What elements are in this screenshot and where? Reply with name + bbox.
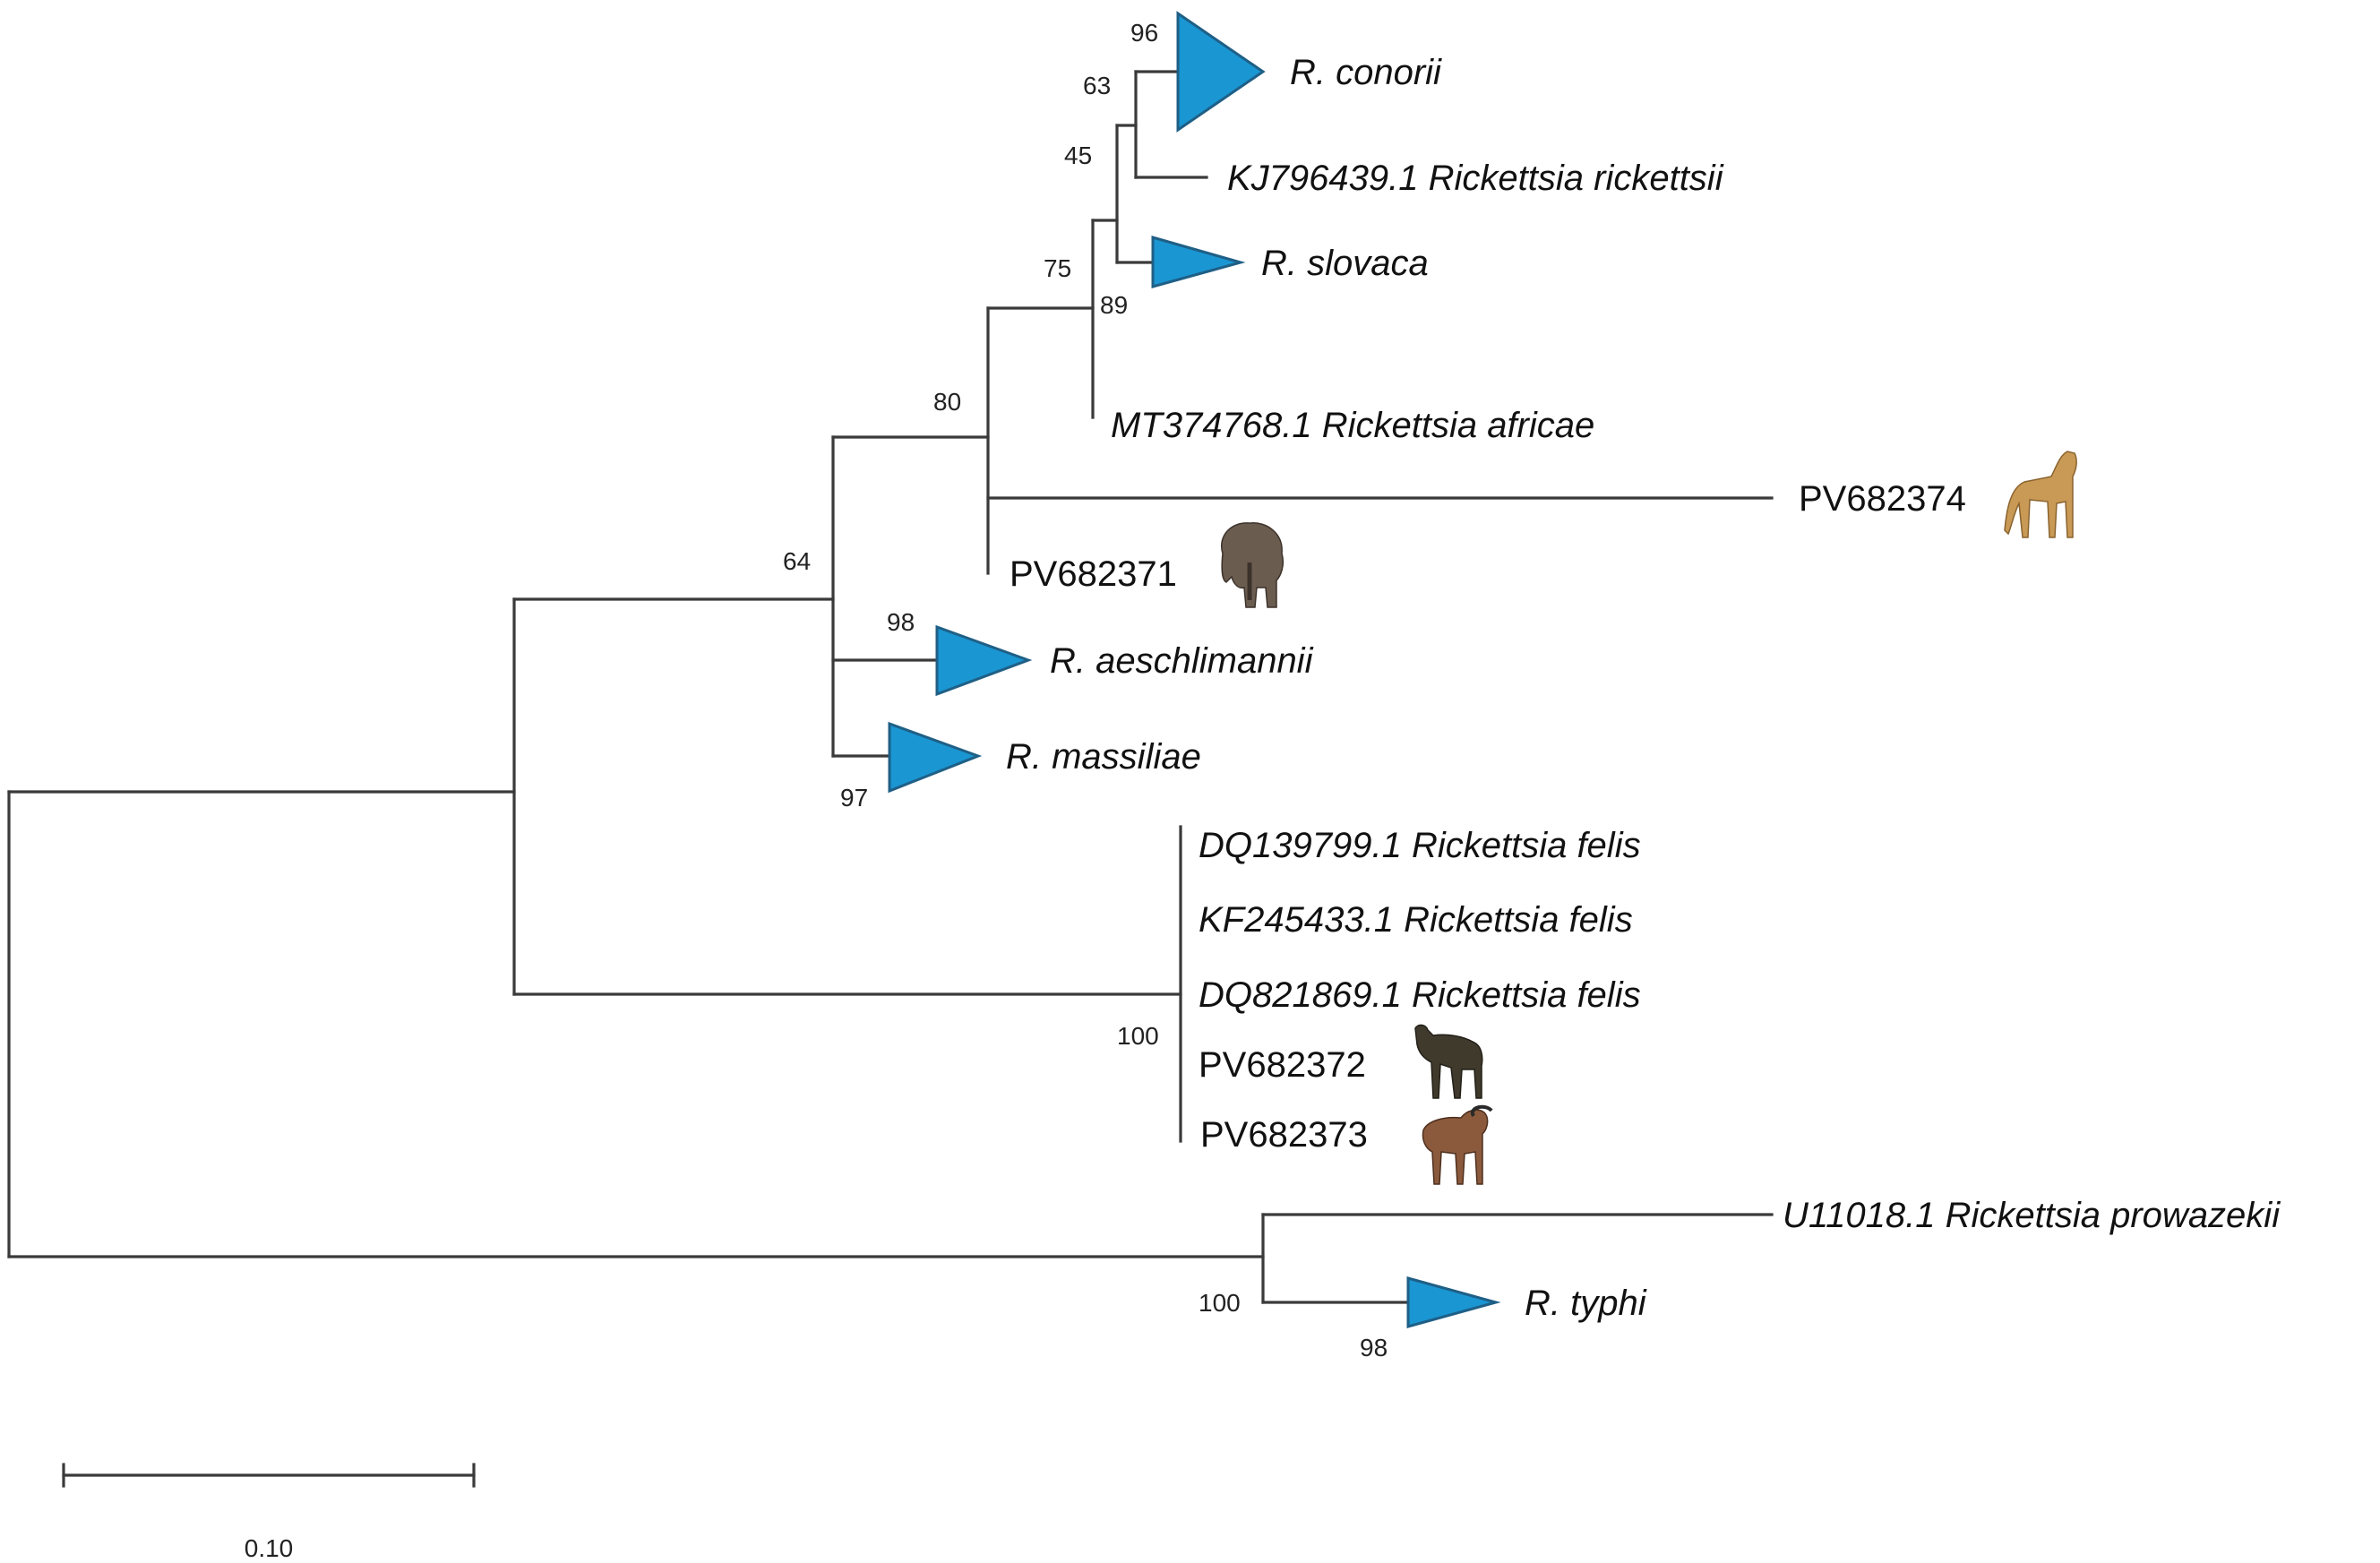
bootstrap-conorii-clade: 96 — [1130, 19, 1158, 47]
taxon-label-prowazekii: U11018.1 Rickettsia prowazekii — [1783, 1196, 2281, 1235]
taxon-label-felis-kf245433: KF245433.1 Rickettsia felis — [1199, 900, 1633, 940]
bootstrap-spotted-core: 75 — [1044, 254, 1071, 282]
bootstrap-conorii-rickettsii: 63 — [1083, 72, 1111, 99]
bootstrap-with-pv682374: 80 — [933, 388, 961, 416]
taxon-label-slovaca: R. slovaca — [1261, 244, 1429, 283]
collapsed-clade-slovaca[interactable] — [1151, 236, 1246, 288]
taxon-label-pv682371: PV682371 — [1010, 554, 1177, 594]
taxon-label-felis-dq821869: DQ821869.1 Rickettsia felis — [1199, 975, 1641, 1015]
bootstrap-with-slovaca: 45 — [1064, 142, 1092, 169]
cheetah-icon — [2004, 451, 2077, 538]
elephant-icon — [1220, 522, 1285, 608]
taxon-label-pv682374: PV682374 — [1799, 479, 1966, 519]
taxon-label-felis-dq139799: DQ139799.1 Rickettsia felis — [1199, 826, 1641, 865]
scale-bar: 0.10 — [62, 1463, 476, 1562]
taxon-label-pv682372: PV682372 — [1199, 1045, 1366, 1085]
taxon-label-pv682373: PV682373 — [1200, 1115, 1368, 1155]
taxon-label-africae: MT374768.1 Rickettsia africae — [1111, 406, 1594, 445]
bootstrap-typhus-group: 100 — [1199, 1289, 1241, 1317]
collapsed-clade-aeschlimannii[interactable] — [935, 624, 1033, 697]
wildebeest-icon — [1414, 1024, 1483, 1099]
taxon-label-typhi: R. typhi — [1525, 1284, 1647, 1323]
scale-bar-label: 0.10 — [245, 1534, 294, 1562]
buffalo-icon — [1422, 1104, 1493, 1185]
collapsed-clade-massiliae[interactable] — [888, 721, 983, 794]
collapsed-clade-conorii[interactable] — [1176, 11, 1266, 133]
collapsed-clade-typhi[interactable] — [1406, 1276, 1501, 1328]
taxon-label-conorii: R. conorii — [1290, 53, 1442, 92]
bootstrap-africae-node: 89 — [1100, 291, 1128, 319]
taxon-label-massiliae: R. massiliae — [1006, 737, 1201, 777]
taxon-label-rickettsii: KJ796439.1 Rickettsia rickettsii — [1227, 159, 1724, 198]
bootstrap-massiliae: 97 — [840, 784, 868, 812]
bootstrap-typhi-clade: 98 — [1360, 1334, 1388, 1361]
bootstrap-felis-clade: 100 — [1117, 1022, 1159, 1050]
bootstrap-aeschlimannii: 98 — [887, 608, 915, 636]
taxon-label-aeschlimannii: R. aeschlimannii — [1050, 641, 1314, 681]
bootstrap-sfg-group: 64 — [783, 547, 811, 575]
